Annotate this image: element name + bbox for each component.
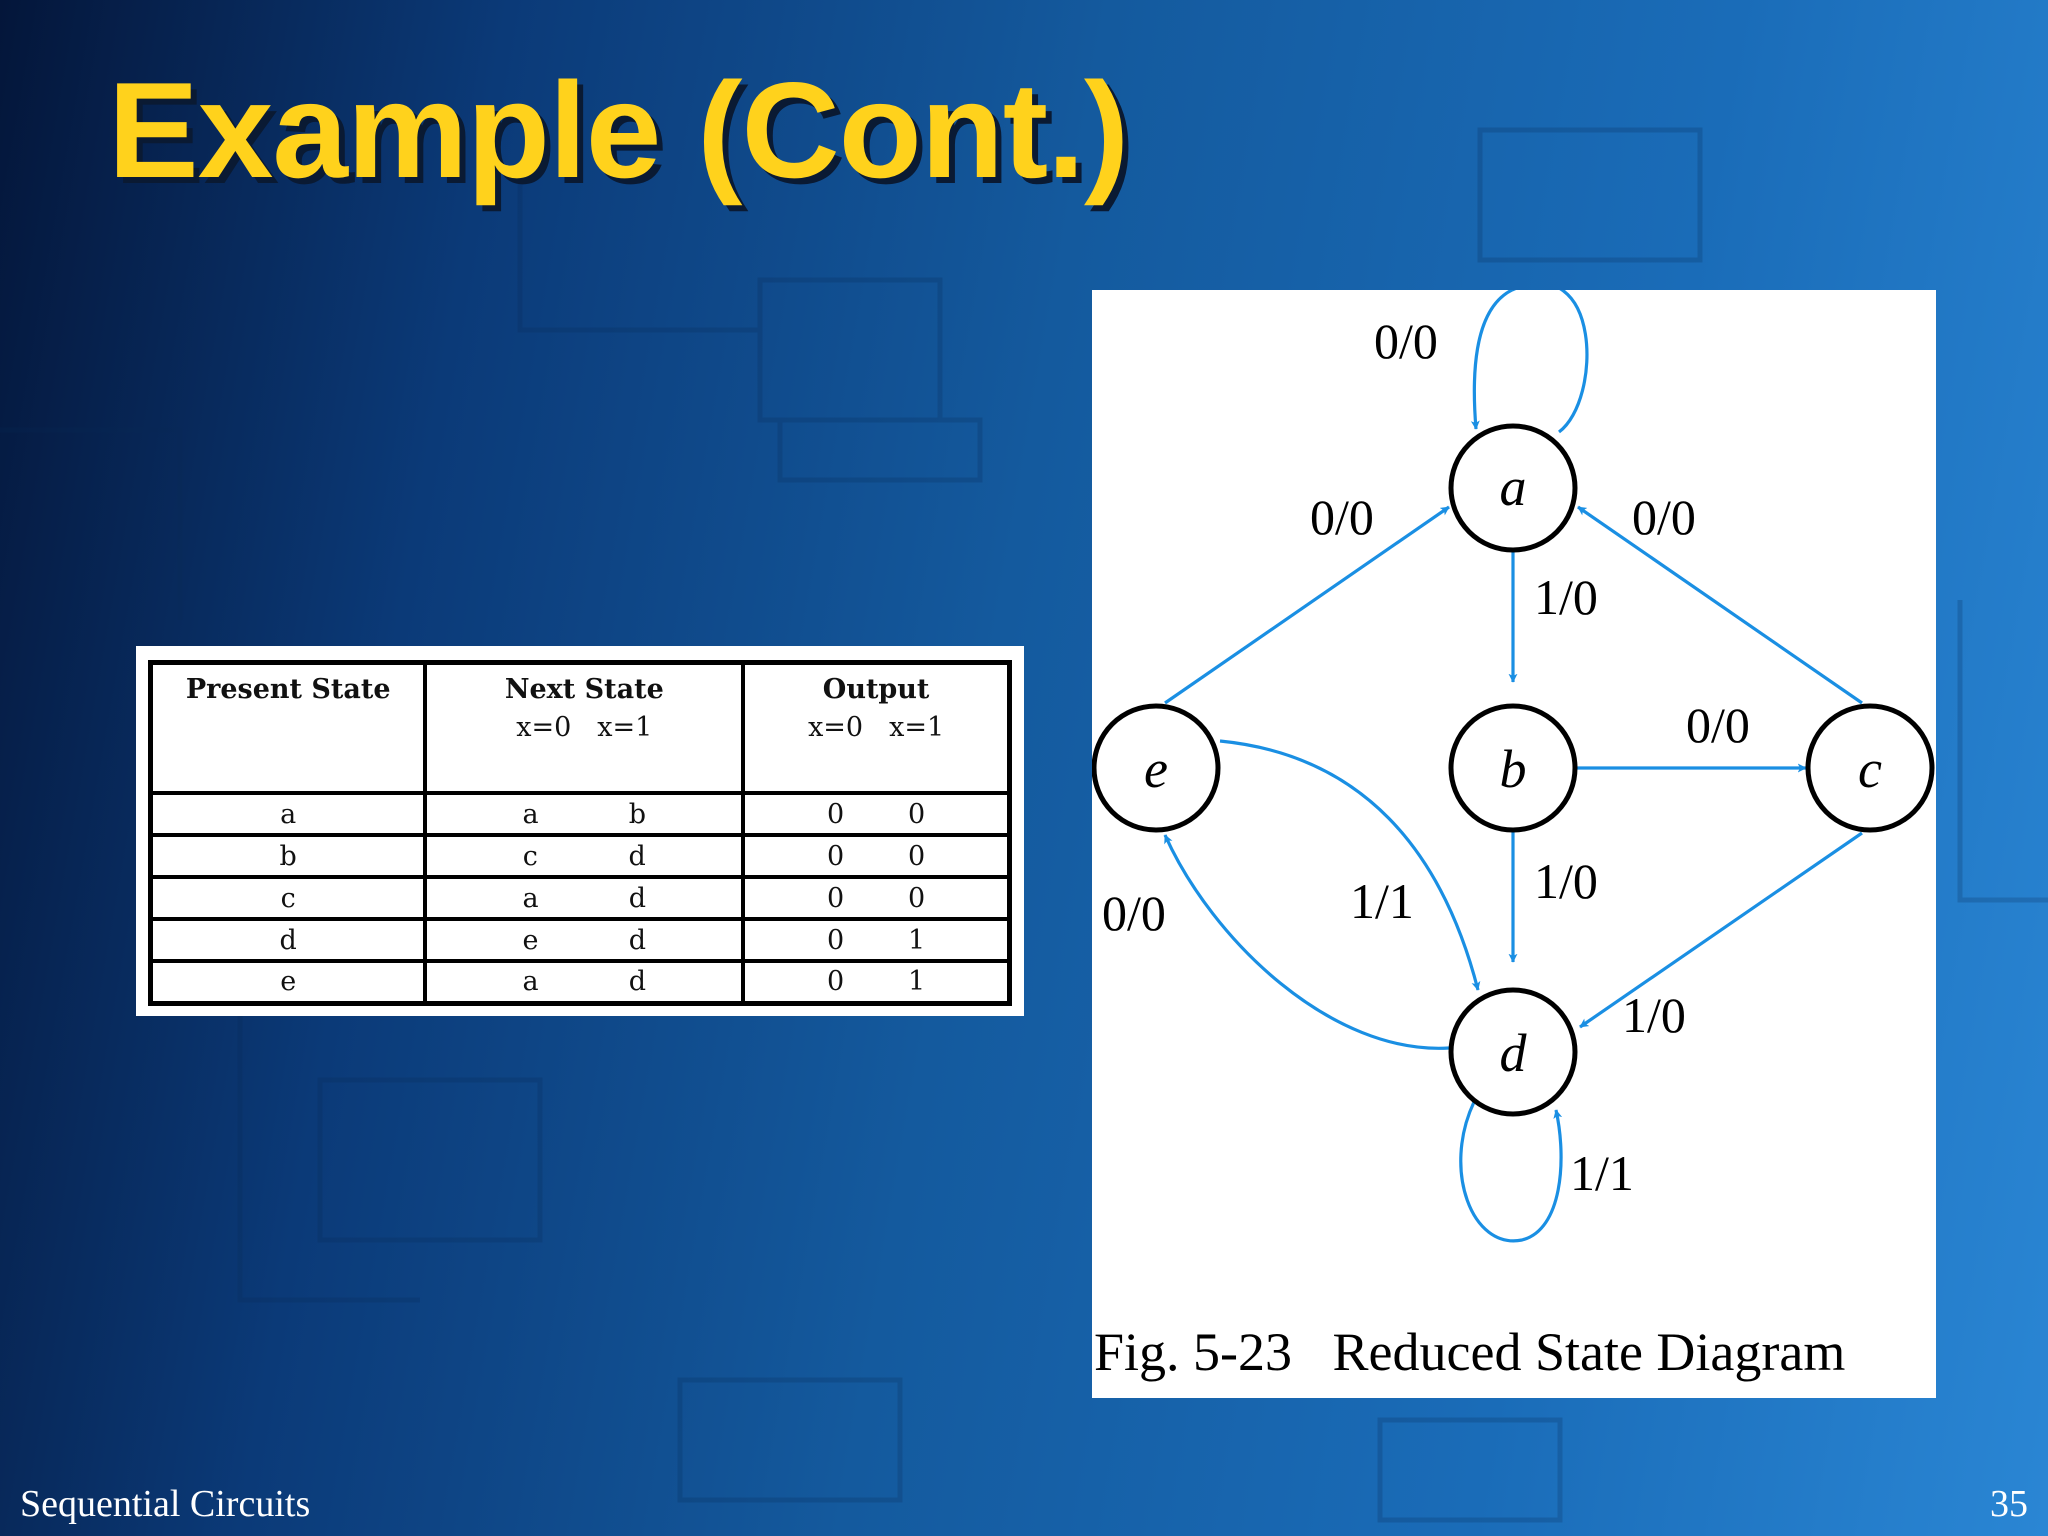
- cell-present: b: [148, 833, 428, 879]
- state-c-label: c: [1858, 739, 1882, 799]
- edge-a-a: [1470, 290, 1589, 434]
- header-next-state: Next State x=0 x=1: [423, 660, 746, 795]
- edge-label-b-c: 0/0: [1686, 697, 1750, 753]
- edge-d-e: [1163, 834, 1450, 1050]
- cell-present: d: [148, 917, 428, 963]
- edge-label-d-e: 0/0: [1102, 885, 1166, 941]
- state-b-node: [1448, 703, 1578, 833]
- edge-c-d: [1579, 831, 1863, 1029]
- edge-label-e-a: 0/0: [1310, 489, 1374, 545]
- table-header-row: Present State Next State x=0 x=1 Output …: [148, 660, 1012, 795]
- edge-label-c-d: 1/0: [1622, 987, 1686, 1043]
- state-e-node: [1092, 703, 1221, 833]
- state-diagram-card: a b c d e 0/0 1/0 0/0 1/0 0/0 1/0 1/1 0/…: [1092, 290, 1936, 1398]
- header-output-x1: x=1: [889, 712, 945, 743]
- edge-label-d-d: 1/1: [1570, 1145, 1634, 1201]
- edge-e-a: [1164, 505, 1450, 705]
- edge-label-e-d: 1/1: [1350, 873, 1414, 929]
- state-table: Present State Next State x=0 x=1 Output …: [148, 660, 1012, 1006]
- slide-title: Example (Cont.): [108, 54, 1129, 206]
- footer-page-number: 35: [1990, 1483, 2028, 1525]
- state-d-label: d: [1500, 1023, 1528, 1083]
- state-d-node: [1448, 987, 1578, 1117]
- state-c-node: [1805, 703, 1935, 833]
- cell-present: a: [148, 791, 428, 837]
- diagram-caption: Fig. 5-23 Reduced State Diagram: [1094, 1322, 1845, 1382]
- header-next-x1: x=1: [597, 712, 653, 743]
- edge-c-a: [1577, 505, 1863, 705]
- header-output-x0: x=0: [808, 712, 864, 743]
- state-e-label: e: [1144, 739, 1168, 799]
- state-diagram: a b c d e 0/0 1/0 0/0 1/0 0/0 1/0 1/1 0/…: [1092, 290, 1935, 1382]
- edge-label-a-a: 0/0: [1374, 313, 1438, 369]
- state-a-node: [1448, 423, 1578, 553]
- cell-present: e: [148, 959, 428, 1005]
- edge-e-d: [1219, 739, 1481, 991]
- header-present-state: Present State: [148, 660, 428, 795]
- edge-d-d: [1459, 1101, 1563, 1243]
- state-table-card: Present State Next State x=0 x=1 Output …: [136, 646, 1024, 1016]
- state-a-label: a: [1500, 457, 1527, 517]
- edge-label-b-d: 1/0: [1534, 853, 1598, 909]
- header-next-x0: x=0: [516, 712, 572, 743]
- edge-label-a-b: 1/0: [1534, 569, 1598, 625]
- cell-present: c: [148, 875, 428, 921]
- edge-label-c-a: 0/0: [1632, 489, 1696, 545]
- footer-course-title: Sequential Circuits: [20, 1483, 311, 1525]
- state-b-label: b: [1500, 739, 1527, 799]
- header-output: Output x=0 x=1: [741, 660, 1012, 795]
